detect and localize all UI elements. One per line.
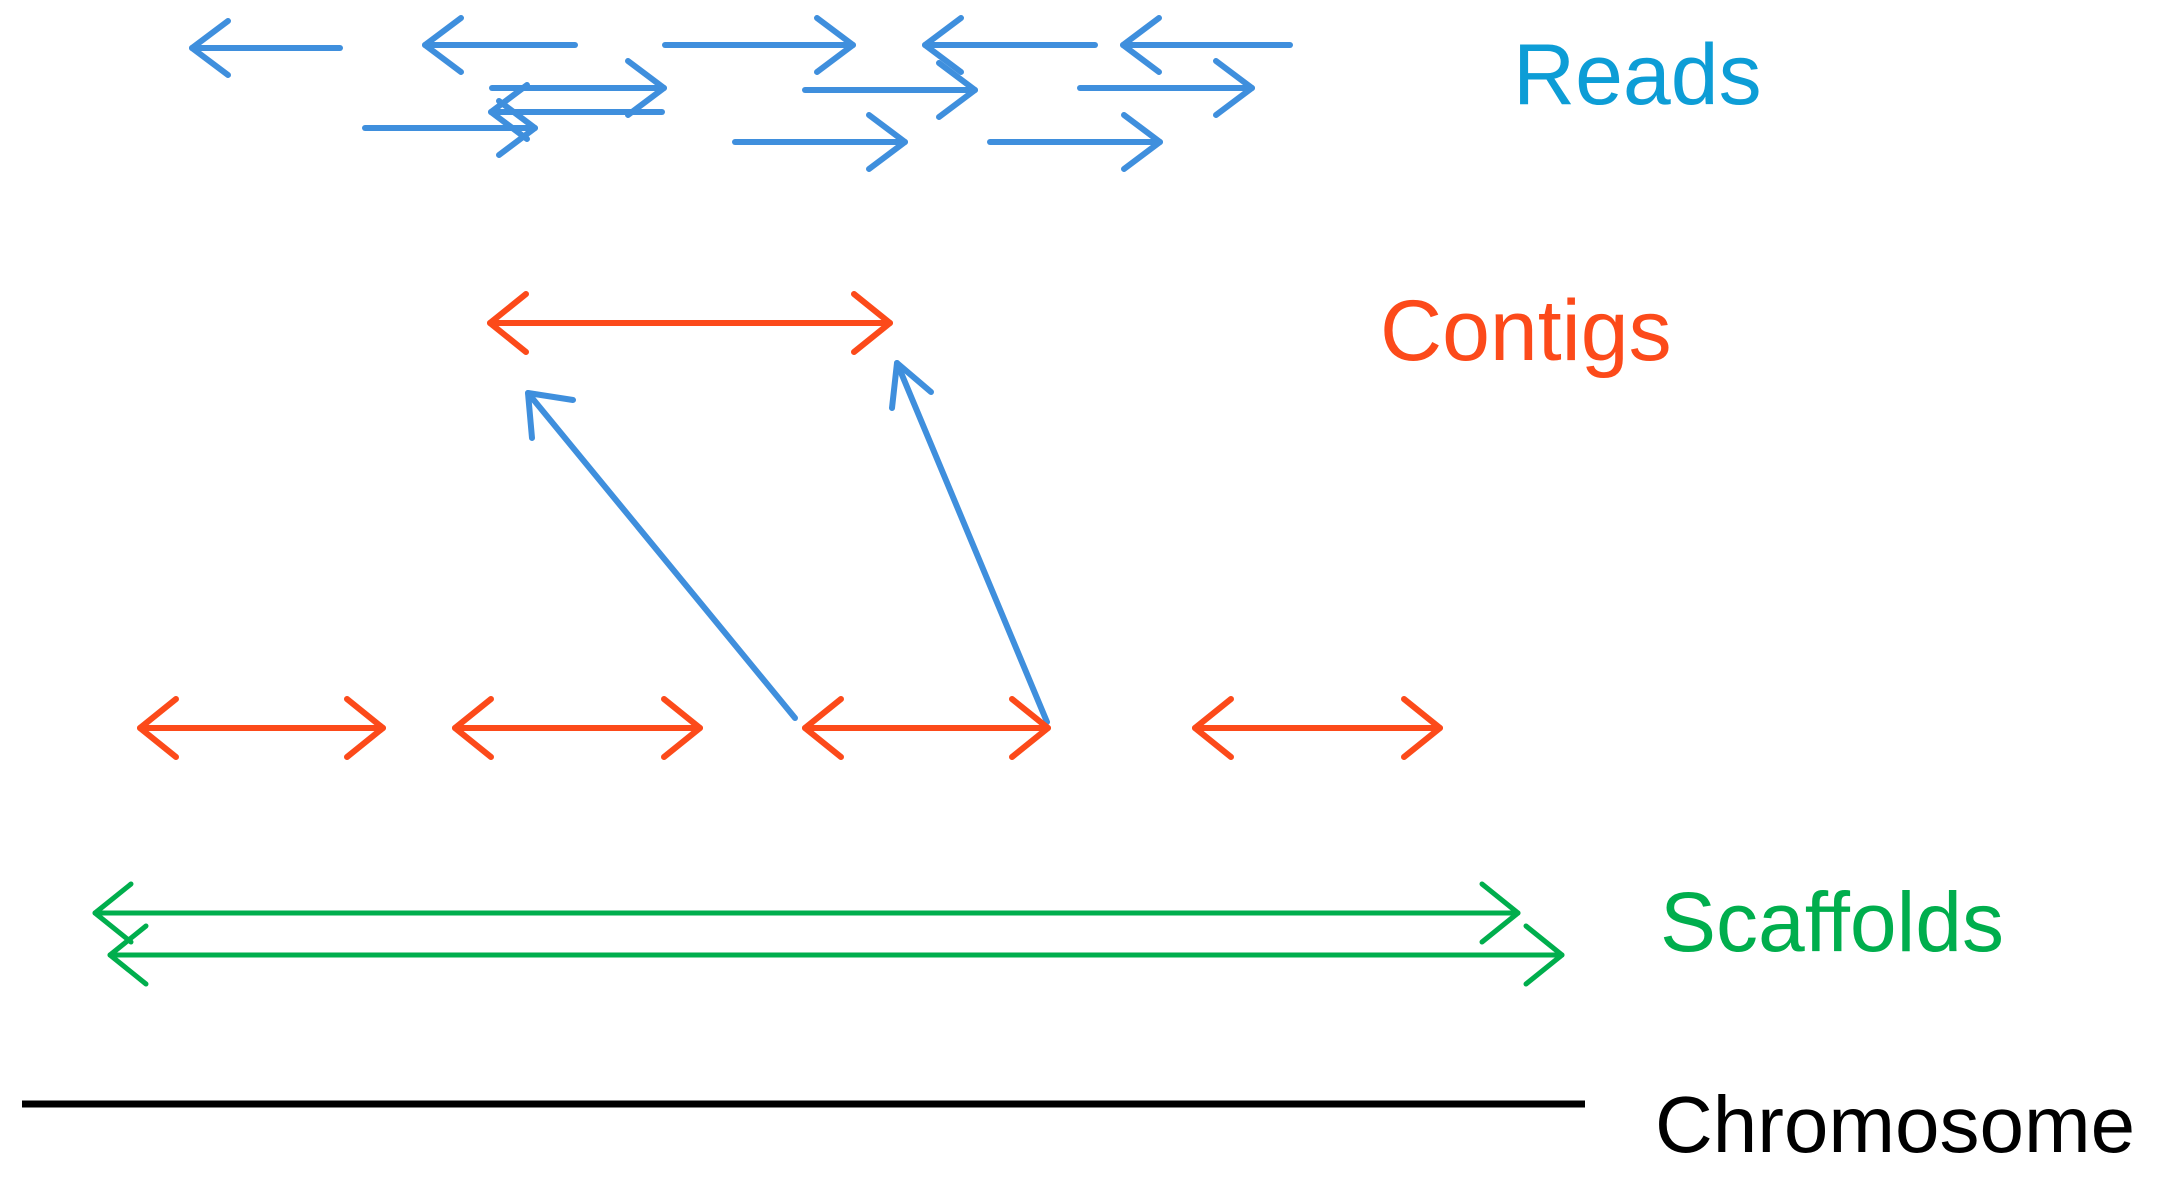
scaffolds-label: Scaffolds xyxy=(1660,875,2004,969)
read-arrow xyxy=(987,112,1163,172)
scaffold-arrow xyxy=(92,881,1521,945)
read-arrow xyxy=(489,58,667,118)
read-arrow xyxy=(362,98,538,158)
read-arrow xyxy=(732,112,908,172)
reads-layer xyxy=(189,15,1293,172)
read-arrow xyxy=(1120,15,1293,75)
read-arrow xyxy=(422,15,578,75)
scaffolds-layer xyxy=(92,881,1565,987)
scaffold-arrow xyxy=(107,923,1565,987)
read-arrow xyxy=(662,15,856,75)
chromosome-label: Chromosome xyxy=(1655,1080,2136,1169)
contigs-label: Contigs xyxy=(1380,283,1672,379)
read-arrow xyxy=(1077,58,1255,118)
reads-label: Reads xyxy=(1513,27,1762,123)
link-arrow-left xyxy=(525,390,798,721)
read-arrow xyxy=(922,15,1098,75)
contig-arrow xyxy=(487,291,893,355)
contig-arrow xyxy=(137,696,386,760)
contig-link-layer xyxy=(525,360,1050,725)
contig-arrow xyxy=(1192,696,1443,760)
read-arrow xyxy=(189,18,343,78)
contigs-layer xyxy=(137,696,1443,760)
contig-arrow xyxy=(452,696,703,760)
contigs-top-layer xyxy=(487,291,893,355)
read-arrow xyxy=(802,60,978,120)
contig-arrow xyxy=(802,696,1051,760)
link-arrow-right xyxy=(889,360,1050,725)
